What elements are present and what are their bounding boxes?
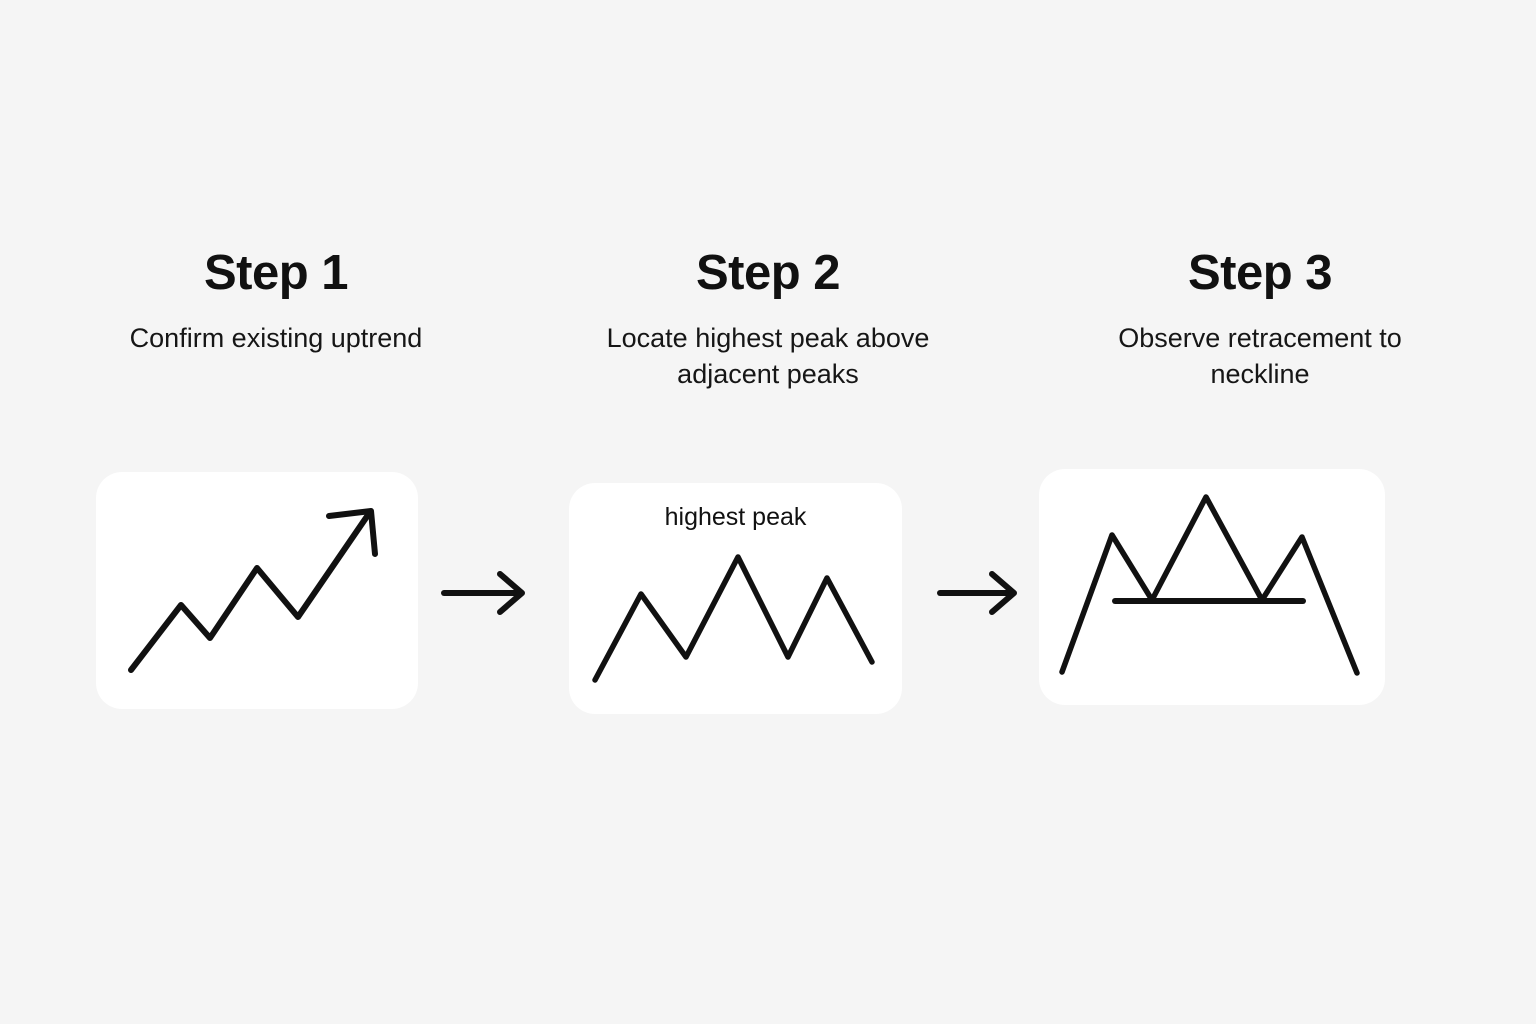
highest-peak-label: highest peak bbox=[664, 503, 807, 531]
arrow-right-icon bbox=[441, 571, 525, 615]
step-column-3: Step 3 Observe retracement to neckline bbox=[1080, 246, 1440, 393]
step-3-chart-card bbox=[1039, 469, 1385, 705]
three-peaks-chart: highest peak bbox=[569, 483, 902, 714]
step-2-chart-card: highest peak bbox=[569, 483, 902, 714]
arrow-right-icon bbox=[937, 571, 1017, 615]
step-column-1: Step 1 Confirm existing uptrend bbox=[96, 246, 456, 357]
step-caption-2: Locate highest peak above adjacent peaks bbox=[606, 323, 930, 390]
step-caption-1: Confirm existing uptrend bbox=[129, 323, 423, 354]
step-title-2: Step 2 bbox=[695, 246, 841, 300]
step-column-2: Step 2 Locate highest peak above adjacen… bbox=[588, 246, 948, 393]
step-title-1: Step 1 bbox=[203, 246, 349, 300]
uptrend-zigzag-chart bbox=[96, 472, 418, 709]
arrow-step2-to-step3 bbox=[930, 566, 1030, 618]
arrow-step1-to-step2 bbox=[434, 566, 534, 618]
step-title-3: Step 3 bbox=[1187, 246, 1333, 300]
three-peaks-line bbox=[592, 554, 875, 683]
uptrend-line bbox=[128, 509, 373, 673]
head-and-shoulders-neckline-chart bbox=[1039, 469, 1385, 705]
steps-row: Step 1 Confirm existing uptrend Step 2 L… bbox=[96, 246, 1440, 393]
head-and-shoulders-line bbox=[1059, 494, 1360, 676]
step-1-chart-card bbox=[96, 472, 418, 709]
step-caption-3: Observe retracement to neckline bbox=[1118, 323, 1402, 390]
uptrend-arrowhead bbox=[326, 508, 378, 557]
